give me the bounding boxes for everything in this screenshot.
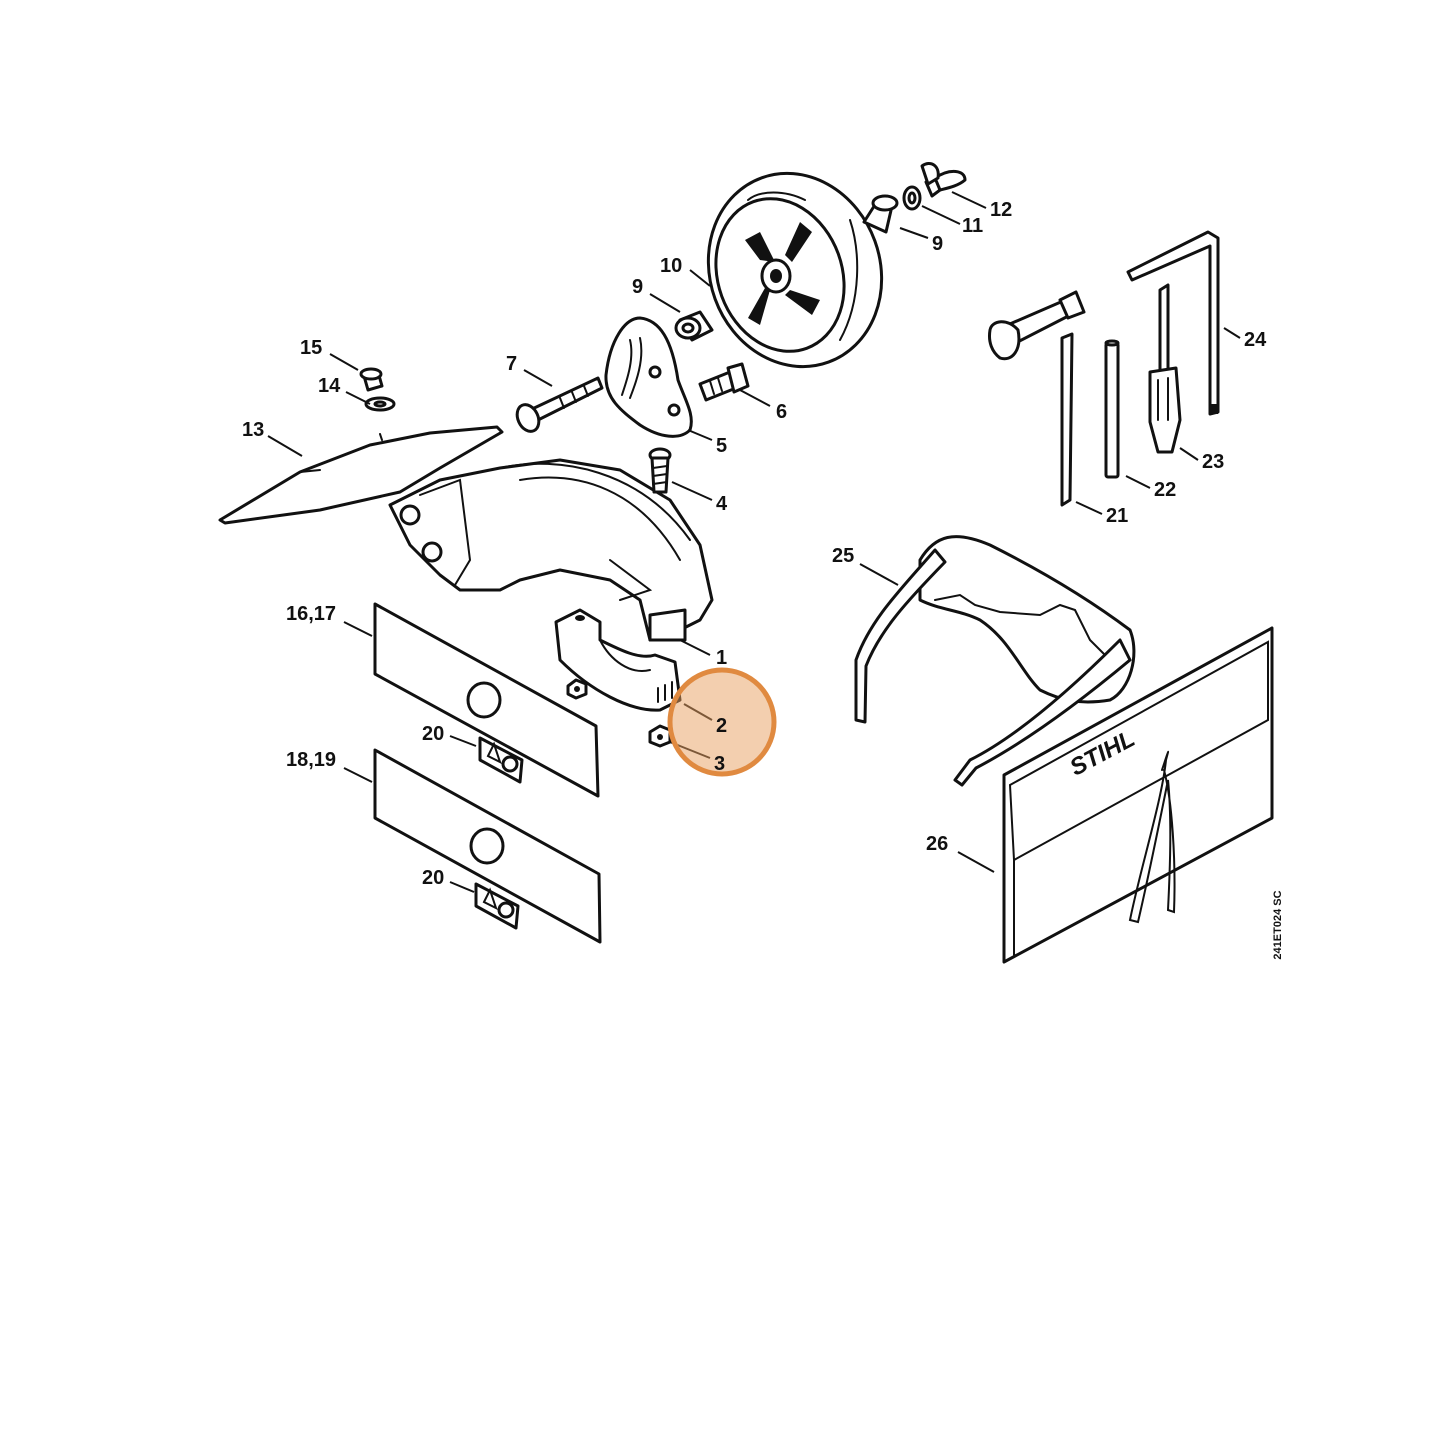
callouts: 1 2 3 4 5 6 7 9 9 10 11 12 13 14 15 16,1…: [242, 199, 1267, 889]
callout-9a: 9: [632, 276, 643, 298]
callout-15: 15: [300, 337, 322, 359]
callout-3: 3: [714, 753, 725, 775]
callout-1: 1: [716, 647, 727, 669]
callout-13: 13: [242, 419, 264, 441]
screwdriver-part: [1148, 283, 1182, 454]
washer-11-part: [902, 185, 922, 211]
callout-14: 14: [318, 375, 341, 397]
callout-6: 6: [776, 401, 787, 423]
callout-4: 4: [716, 493, 728, 515]
wheel-part: [706, 171, 884, 369]
callout-20b: 20: [422, 867, 444, 889]
decal-sheet-1617-part: [373, 602, 600, 798]
rod-part: [1104, 339, 1120, 479]
bushing-9b-part: [862, 194, 899, 234]
callout-23: 23: [1202, 451, 1224, 473]
screw-4-part: [648, 447, 672, 494]
warning-label-20b-part: [474, 882, 520, 930]
callout-5: 5: [716, 435, 727, 457]
nut-part: [566, 678, 672, 748]
callout-11: 11: [962, 215, 983, 237]
wing-nut-12-part: [920, 162, 967, 198]
callout-16-17: 16,17: [286, 603, 336, 625]
callout-9b: 9: [932, 233, 943, 255]
screw-6-part: [698, 362, 750, 402]
callout-12: 12: [990, 199, 1012, 221]
hex-key-part: [1126, 230, 1220, 416]
drawing-code: 241ET024 SC: [1272, 890, 1284, 959]
callout-22: 22: [1154, 479, 1176, 501]
washer-14-part: [364, 396, 396, 412]
highlight-marker: [667, 667, 777, 777]
callout-21: 21: [1106, 505, 1128, 527]
screw-15-part: [359, 367, 384, 392]
decal-sheet-1819-part: [373, 748, 602, 944]
callout-24: 24: [1244, 329, 1267, 351]
safety-glasses-part: [854, 535, 1136, 787]
warning-label-20a-part: [478, 736, 524, 784]
leader-lines: [267, 191, 1241, 893]
plug-wrench-part: [988, 290, 1086, 507]
callout-26: 26: [926, 833, 948, 855]
bolt-7-part: [515, 376, 604, 433]
callout-2: 2: [716, 715, 727, 737]
guard-housing-part: [388, 458, 714, 642]
bushing-9-part: [674, 310, 714, 342]
deflector-plate-part: [218, 425, 504, 525]
bracket-plate-part: [604, 316, 693, 438]
callout-20a: 20: [422, 723, 444, 745]
callout-25: 25: [832, 545, 854, 567]
callout-7: 7: [506, 353, 517, 375]
carry-bag-part: [1002, 626, 1274, 964]
callout-18-19: 18,19: [286, 749, 336, 771]
callout-10: 10: [660, 255, 682, 277]
